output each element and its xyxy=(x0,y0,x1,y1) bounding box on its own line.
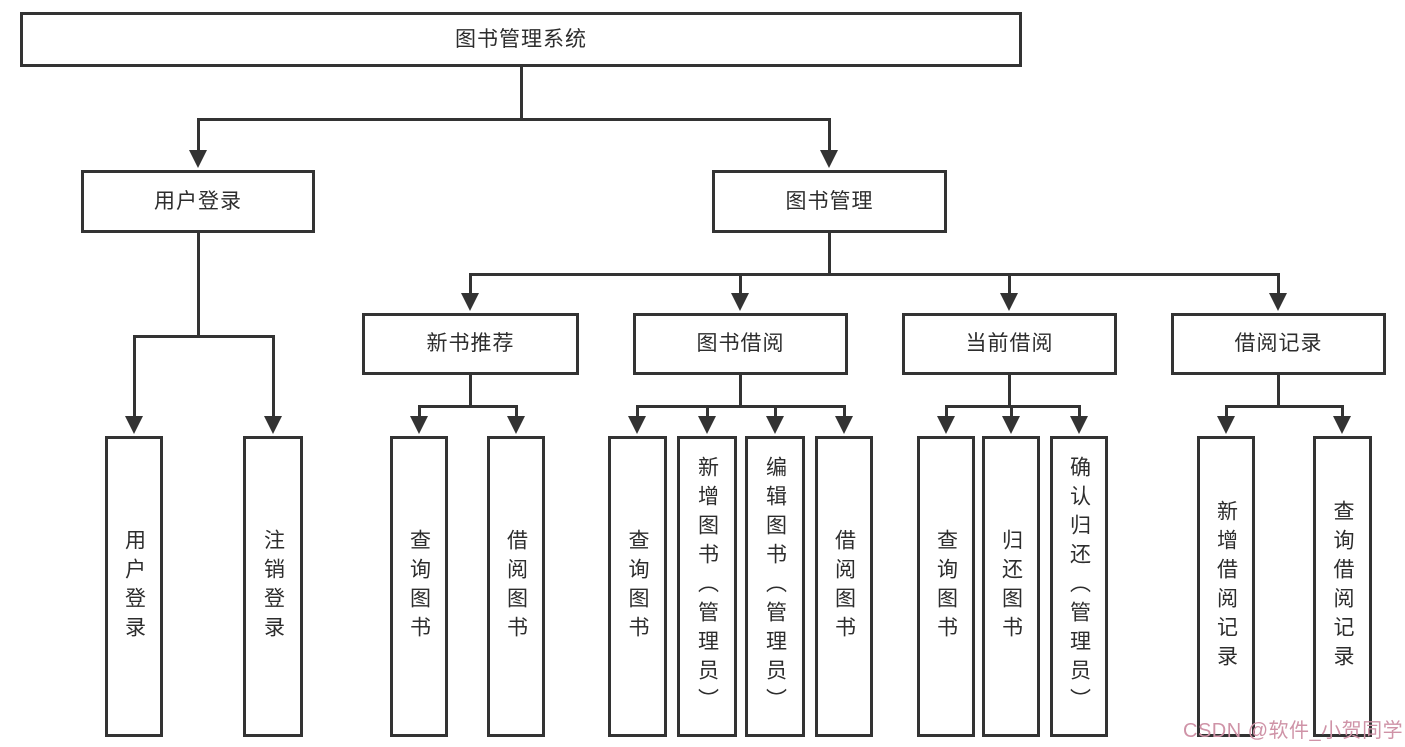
connector-line xyxy=(842,405,846,420)
node-new-book-recommend: 新书推荐 xyxy=(362,313,579,375)
node-label: 新书推荐 xyxy=(426,332,515,356)
connector-line xyxy=(1007,273,1011,297)
leaf-borrow-books-recommend: 借阅图书 xyxy=(487,436,545,737)
leaf-query-books-current: 查询图书 xyxy=(917,436,975,737)
connector-line xyxy=(468,273,1280,276)
node-label: 图书借阅 xyxy=(696,332,785,356)
connector-line xyxy=(271,335,275,420)
leaf-confirm-return-admin: 确认归还（管理员） xyxy=(1050,436,1108,737)
node-label: 查询借阅记录 xyxy=(1331,499,1354,674)
connector-line xyxy=(1224,405,1228,420)
node-root-library-system: 图书管理系统 xyxy=(20,12,1022,67)
node-book-management: 图书管理 xyxy=(712,170,947,233)
leaf-query-books-borrow: 查询图书 xyxy=(608,436,667,737)
leaf-edit-book-admin: 编辑图书（管理员） xyxy=(745,436,805,737)
arrow-down-icon xyxy=(1269,293,1287,311)
arrow-down-icon xyxy=(835,416,853,434)
node-borrow-records: 借阅记录 xyxy=(1171,313,1386,375)
node-label: 借阅图书 xyxy=(504,528,528,645)
arrow-down-icon xyxy=(125,416,143,434)
node-label: 当前借阅 xyxy=(965,332,1054,356)
node-label: 查询图书 xyxy=(934,528,958,645)
connector-line xyxy=(519,67,523,121)
csdn-watermark: CSDN @软件_小贺同学 xyxy=(1183,720,1404,742)
node-label: 确认归还（管理员） xyxy=(1067,456,1091,717)
node-label: 借阅图书 xyxy=(832,528,856,645)
node-book-borrow: 图书借阅 xyxy=(633,313,848,375)
connector-line xyxy=(1340,405,1344,420)
leaf-add-borrow-record: 新增借阅记录 xyxy=(1197,436,1255,737)
connector-line xyxy=(944,405,1081,408)
leaf-add-book-admin: 新增图书（管理员） xyxy=(677,436,737,737)
node-label: 借阅记录 xyxy=(1234,332,1323,356)
leaf-query-books-recommend: 查询图书 xyxy=(390,436,448,737)
arrow-down-icon xyxy=(264,416,282,434)
leaf-return-books: 归还图书 xyxy=(982,436,1040,737)
connector-line xyxy=(468,273,472,297)
node-label: 查询图书 xyxy=(407,528,431,645)
connector-line xyxy=(132,335,136,420)
node-label: 查询图书 xyxy=(626,528,649,645)
node-label: 图书管理系统 xyxy=(455,27,587,51)
connector-line xyxy=(827,233,831,276)
connector-line xyxy=(773,405,777,420)
arrow-down-icon xyxy=(731,293,749,311)
connector-line xyxy=(827,118,831,154)
connector-line xyxy=(738,273,742,297)
connector-line xyxy=(1077,405,1081,420)
connector-line xyxy=(635,405,639,420)
leaf-logout: 注销登录 xyxy=(243,436,303,737)
node-label: 注销登录 xyxy=(261,528,285,645)
node-label: 图书管理 xyxy=(785,189,874,213)
arrow-down-icon xyxy=(1333,416,1351,434)
arrow-down-icon xyxy=(628,416,646,434)
connector-line xyxy=(417,405,421,420)
node-label: 归还图书 xyxy=(999,528,1023,645)
connector-line xyxy=(705,405,709,420)
node-label: 新增借阅记录 xyxy=(1214,499,1238,674)
connector-line xyxy=(1007,375,1011,408)
leaf-borrow-books: 借阅图书 xyxy=(815,436,873,737)
connector-line xyxy=(196,233,200,338)
arrow-down-icon xyxy=(461,293,479,311)
node-current-borrow: 当前借阅 xyxy=(902,313,1117,375)
connector-line xyxy=(1276,375,1280,408)
node-label: 用户登录 xyxy=(154,189,242,213)
connector-line xyxy=(417,405,518,408)
connector-line xyxy=(1224,405,1344,408)
connector-line xyxy=(738,375,742,408)
leaf-user-login: 用户登录 xyxy=(105,436,163,737)
connector-line xyxy=(1276,273,1280,297)
node-label: 用户登录 xyxy=(122,528,146,645)
arrow-down-icon xyxy=(937,416,955,434)
node-user-login: 用户登录 xyxy=(81,170,315,233)
connector-line xyxy=(635,405,846,408)
node-label: 编辑图书（管理员） xyxy=(763,456,787,717)
arrow-down-icon xyxy=(1070,416,1088,434)
arrow-down-icon xyxy=(820,150,838,168)
connector-line xyxy=(1009,405,1013,420)
arrow-down-icon xyxy=(1217,416,1235,434)
connector-line xyxy=(468,375,472,408)
arrow-down-icon xyxy=(1002,416,1020,434)
connector-line xyxy=(132,335,275,338)
arrow-down-icon xyxy=(507,416,525,434)
connector-line xyxy=(196,118,831,121)
node-label: 新增图书（管理员） xyxy=(695,456,719,717)
arrow-down-icon xyxy=(189,150,207,168)
connector-line xyxy=(196,118,200,154)
arrow-down-icon xyxy=(410,416,428,434)
arrow-down-icon xyxy=(766,416,784,434)
leaf-query-borrow-record: 查询借阅记录 xyxy=(1313,436,1372,737)
arrow-down-icon xyxy=(1000,293,1018,311)
connector-line xyxy=(944,405,948,420)
arrow-down-icon xyxy=(698,416,716,434)
connector-line xyxy=(514,405,518,420)
